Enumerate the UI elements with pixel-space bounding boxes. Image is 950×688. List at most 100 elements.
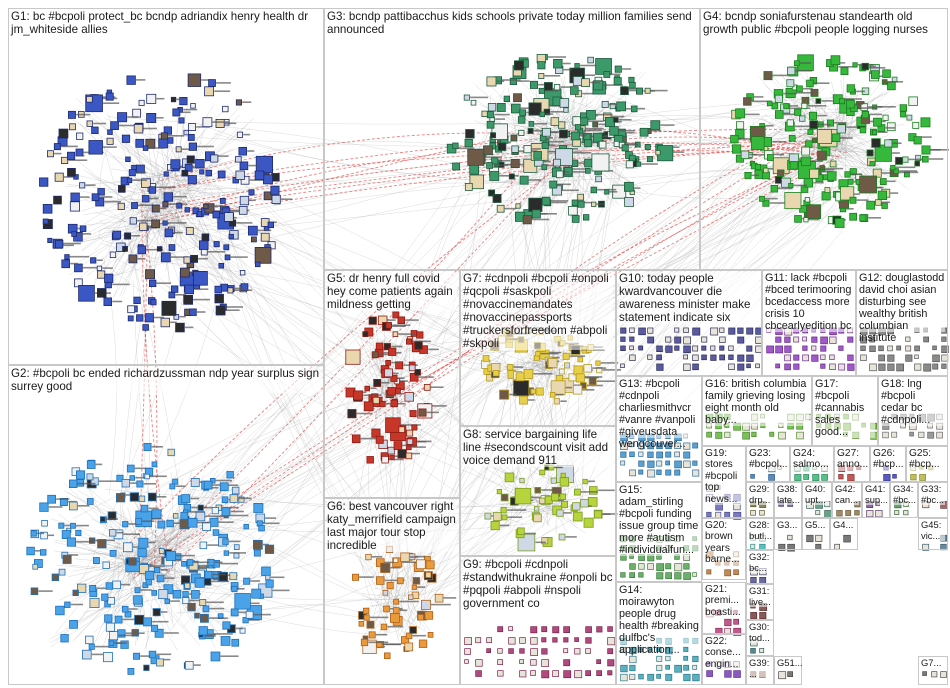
group-cell-g3: G3: bcndp pattibacchus kids schools priv…	[324, 8, 700, 270]
node-avatar-icon	[71, 231, 92, 237]
group-cell-g45: G45: vic...	[918, 518, 948, 550]
node-avatar-icon	[571, 131, 587, 141]
node-avatar-icon	[164, 598, 180, 605]
node-avatar-icon	[202, 117, 230, 128]
group-cell-g20: G20: brown years barne...	[702, 518, 746, 580]
node-avatar-icon	[77, 583, 87, 593]
node-avatar-icon	[106, 89, 113, 95]
node-avatar-icon	[157, 246, 163, 252]
node-avatar-icon	[481, 110, 488, 117]
node-avatar-icon	[156, 574, 175, 583]
node-avatar-icon	[550, 117, 560, 126]
node-avatar-icon	[144, 313, 165, 323]
node-avatar-icon	[205, 169, 212, 177]
cluster-edge	[157, 114, 241, 200]
node-avatar-icon	[518, 129, 525, 136]
node-avatar-icon	[42, 218, 49, 225]
node-avatar-icon	[604, 189, 618, 195]
node-avatar-icon	[190, 103, 196, 109]
node-avatar-icon	[154, 628, 179, 638]
node-avatar-icon	[133, 296, 141, 304]
graph-edge	[76, 155, 817, 600]
cluster-edge	[148, 148, 158, 207]
group-cell-g7x: G7...	[918, 656, 948, 685]
cluster-edge	[570, 98, 576, 128]
node-avatar-icon	[97, 270, 106, 279]
node-avatar-icon	[487, 103, 497, 112]
node-avatar-icon	[577, 127, 602, 134]
cluster-edge	[835, 141, 889, 192]
node-avatar-icon	[110, 121, 135, 130]
node-avatar-icon	[134, 587, 152, 594]
node-avatar-icon	[73, 232, 83, 242]
cluster-edge	[549, 104, 594, 133]
node-avatar-icon	[135, 517, 155, 525]
node-avatar-icon	[231, 638, 240, 647]
cluster-edge	[50, 569, 173, 648]
node-avatar-icon	[491, 157, 511, 165]
node-avatar-icon	[464, 139, 473, 148]
group-cell-g17: G17: #bcpoli #cannabis sales good...	[812, 376, 878, 446]
node-avatar-icon	[592, 121, 606, 128]
node-avatar-icon	[184, 207, 190, 213]
node-avatar-icon	[488, 189, 495, 197]
node-avatar-icon	[222, 621, 231, 630]
node-avatar-icon	[609, 103, 616, 110]
node-avatar-icon	[233, 552, 240, 559]
group-cell-g39: G39: ...	[746, 656, 774, 685]
group-label: G18: lng #bcpoli cedar bc #cdnpoli...	[881, 378, 945, 427]
graph-edge	[213, 133, 558, 187]
node-avatar-icon	[195, 511, 225, 522]
node-avatar-icon	[203, 203, 227, 210]
node-avatar-icon	[104, 614, 113, 623]
node-avatar-icon	[154, 567, 169, 574]
node-avatar-icon	[185, 227, 194, 235]
node-avatar-icon	[114, 615, 137, 624]
node-avatar-icon	[200, 248, 226, 256]
cluster-edge	[816, 151, 901, 174]
node-avatar-icon	[72, 589, 79, 596]
graph-edge	[360, 357, 379, 392]
group-label: G29: drp...	[749, 483, 771, 506]
node-avatar-icon	[129, 492, 139, 502]
node-avatar-icon	[467, 148, 502, 166]
node-avatar-icon	[601, 101, 623, 108]
node-avatar-icon	[543, 108, 564, 116]
cluster-edge	[166, 199, 221, 279]
node-avatar-icon	[183, 256, 191, 264]
cluster-edge	[140, 201, 153, 283]
node-avatar-icon	[215, 305, 240, 316]
node-avatar-icon	[586, 110, 613, 120]
node-avatar-icon	[168, 244, 176, 251]
graph-edge	[577, 479, 587, 495]
node-avatar-icon	[145, 579, 152, 586]
node-avatar-icon	[182, 597, 200, 605]
group-cell-g42: G42: can...	[832, 482, 862, 518]
node-avatar-icon	[166, 137, 174, 144]
node-avatar-icon	[231, 486, 240, 495]
node-avatar-icon	[136, 164, 145, 174]
node-avatar-icon	[199, 240, 209, 250]
node-avatar-icon	[163, 557, 173, 567]
graph-edge	[387, 88, 505, 391]
cluster-edge	[785, 75, 845, 131]
node-avatar-icon	[552, 96, 562, 107]
group-label: G4...	[833, 519, 855, 531]
node-avatar-icon	[538, 73, 560, 79]
cluster-edge	[158, 561, 215, 579]
node-avatar-icon	[577, 200, 585, 208]
node-avatar-icon	[187, 603, 196, 612]
node-avatar-icon	[229, 219, 253, 227]
node-avatar-icon	[210, 651, 239, 662]
highlighted-edge	[403, 124, 825, 407]
node-avatar-icon	[541, 141, 556, 149]
node-avatar-icon	[186, 260, 195, 269]
node-avatar-icon	[463, 94, 489, 101]
node-avatar-icon	[184, 582, 191, 589]
node-avatar-icon	[508, 173, 515, 180]
graph-edge	[158, 389, 398, 490]
graph-edge	[362, 403, 577, 512]
node-avatar-icon	[128, 169, 147, 177]
group-cell-g28: G28: butl...	[746, 518, 774, 550]
node-avatar-icon	[70, 192, 90, 202]
